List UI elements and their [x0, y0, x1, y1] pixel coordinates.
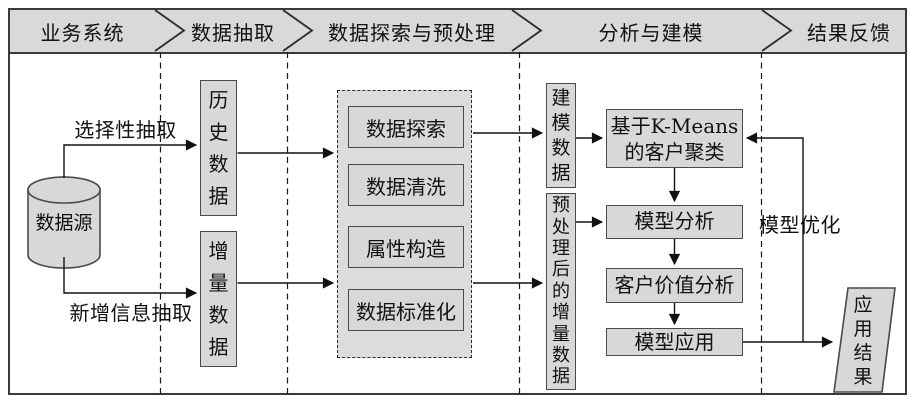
kmeans-line1: 基于K-Means	[610, 113, 739, 138]
preprocessed-incremental-data-box: 预处理后的增量数据	[546, 193, 576, 390]
step-data-exploration: 数据探索	[348, 106, 464, 148]
kmeans-clustering-box: 基于K-Means 的客户聚类	[606, 109, 743, 168]
selective-extraction-label: 选择性抽取	[74, 118, 177, 142]
phase-analysis-modeling: 分析与建模	[598, 20, 704, 45]
incremental-data-box: 增量数据	[200, 231, 237, 367]
customer-value-analysis-box: 客户价值分析	[606, 268, 743, 303]
phase-business-system: 业务系统	[40, 20, 125, 45]
step-attribute-construction: 属性构造	[348, 226, 464, 268]
phase-data-extraction: 数据抽取	[191, 20, 275, 45]
application-result-label: 应用结果	[853, 294, 873, 388]
model-analysis-box: 模型分析	[606, 205, 743, 239]
preprocessing-container: 数据探索 数据清洗 属性构造 数据标准化	[337, 90, 472, 358]
phase-result-feedback: 结果反馈	[807, 20, 891, 45]
historical-data-box: 历史数据	[200, 80, 237, 216]
phase-data-exploration-preprocessing: 数据探索与预处理	[328, 20, 496, 45]
kmeans-line2: 的客户聚类	[624, 139, 725, 164]
new-info-extraction-label: 新增信息抽取	[69, 301, 193, 325]
modeling-data-box: 建模数据	[546, 83, 576, 188]
data-source-label: 数据源	[35, 211, 93, 234]
step-data-cleaning: 数据清洗	[348, 164, 464, 206]
model-application-box: 模型应用	[606, 328, 743, 356]
model-optimization-label: 模型优化	[759, 213, 841, 237]
step-data-standardization: 数据标准化	[348, 289, 464, 331]
